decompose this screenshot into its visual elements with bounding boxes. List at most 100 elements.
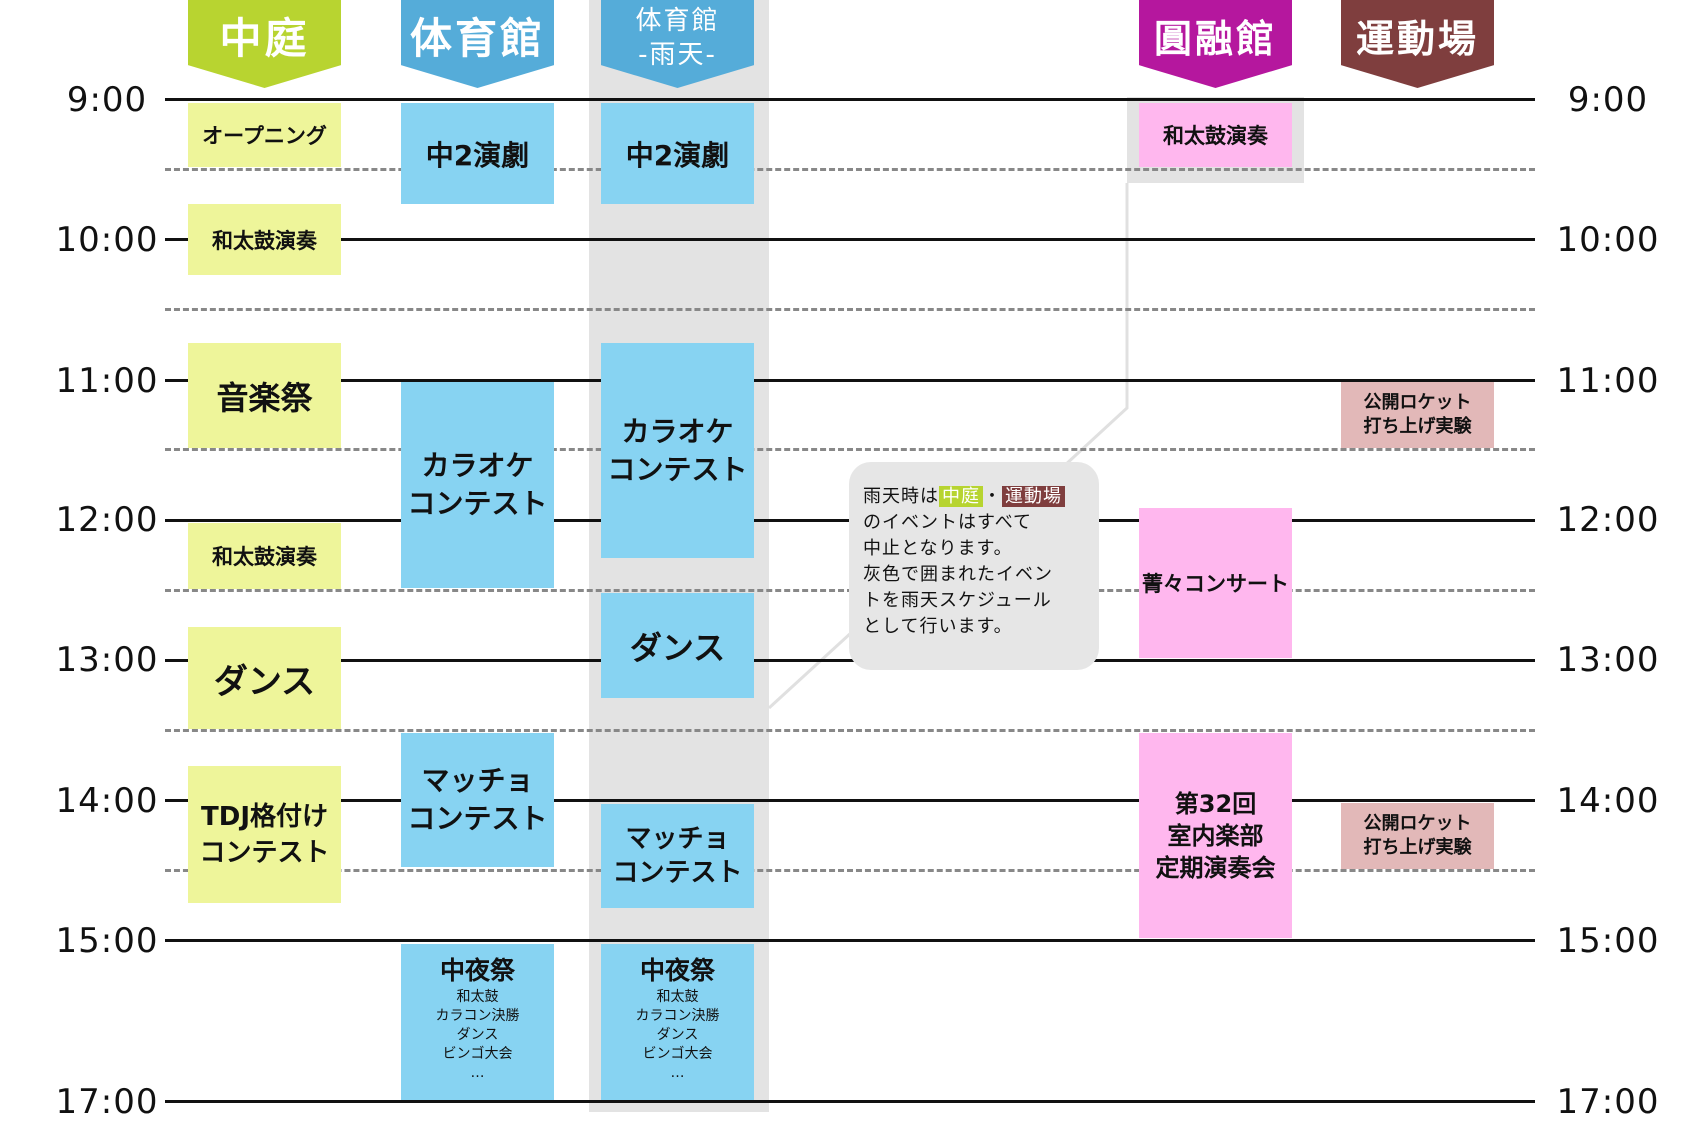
hour-line-17	[165, 1100, 1535, 1103]
rain-notice-line: トを雨天スケジュール	[863, 590, 1052, 611]
note-venue-nakaniwa: 中庭	[939, 486, 983, 507]
event-label: コンテスト	[407, 802, 548, 835]
hour-line-13	[165, 659, 1535, 662]
event-label: 中夜祭	[639, 956, 715, 985]
event-sub-item: 和太鼓	[656, 989, 699, 1005]
event-wadaiko-ennyukan: 和太鼓演奏	[1139, 103, 1292, 167]
event-macho-contest-rain: マッチョ コンテスト	[601, 804, 754, 908]
event-label: 打ち上げ実験	[1363, 837, 1472, 858]
rain-notice-line: として行います。	[863, 616, 1013, 637]
time-label-left: 9:00	[66, 80, 148, 120]
event-wadaiko: 和太鼓演奏	[188, 523, 341, 589]
time-label-left: 17:00	[55, 1082, 159, 1122]
note-venue-undojo: 運動場	[1002, 486, 1065, 507]
event-sub-item: カラコン決勝	[635, 1008, 720, 1024]
event-tdj-contest: TDJ格付け コンテスト	[188, 766, 341, 903]
half-hour-line-1330	[165, 729, 1535, 732]
venue-name: 体育館	[635, 6, 720, 36]
event-label: 公開ロケット	[1363, 813, 1472, 834]
event-label: ダンス	[213, 661, 316, 702]
event-sub-item: 和太鼓	[456, 989, 499, 1005]
event-label: マッチョ	[625, 824, 730, 854]
venue-name: 中庭	[219, 14, 310, 63]
half-hour-line-1130	[165, 448, 1535, 451]
event-seisei-concert: 菁々コンサート	[1139, 508, 1292, 658]
event-opening: オープニング	[188, 103, 341, 167]
time-label-left: 14:00	[55, 781, 159, 821]
event-drama: 中2演劇	[401, 103, 554, 204]
event-label: 打ち上げ実験	[1363, 416, 1472, 437]
time-label-left: 15:00	[55, 921, 159, 961]
event-label: コンテスト	[407, 487, 548, 520]
event-label: 公開ロケット	[1363, 392, 1472, 413]
half-hour-line-1030	[165, 308, 1535, 311]
event-label: コンテスト	[612, 858, 743, 888]
event-label: コンテスト	[607, 452, 748, 486]
event-label: 定期演奏会	[1155, 853, 1276, 882]
rain-notice-line: 中止となります。	[863, 538, 1013, 559]
event-label: TDJ格付け	[201, 801, 328, 832]
event-ongakusai: 音楽祭	[188, 343, 341, 448]
rain-notice-line: 灰色で囲まれたイベン	[863, 564, 1053, 585]
time-label-right: 9:00	[1567, 80, 1649, 120]
event-label: 中2演劇	[625, 138, 730, 172]
time-label-right: 14:00	[1556, 781, 1660, 821]
event-chuyasai-rain: 中夜祭 和太鼓 カラコン決勝 ダンス ビンゴ大会 …	[601, 944, 754, 1100]
event-karaoke-contest-rain: カラオケ コンテスト	[601, 343, 754, 558]
event-label: 菁々コンサート	[1142, 572, 1289, 596]
event-label: オープニング	[202, 124, 327, 148]
venue-name: 圓融館	[1153, 17, 1277, 61]
event-dance: ダンス	[188, 627, 341, 729]
time-label-right: 13:00	[1556, 640, 1660, 680]
event-label: 第32回	[1174, 789, 1257, 818]
event-label: 中2演劇	[425, 138, 530, 172]
rain-notice-line: のイベントはすべて	[863, 512, 1033, 533]
event-sub-item: …	[470, 1065, 485, 1081]
half-hour-line-1430	[165, 869, 1535, 872]
half-hour-line-930	[165, 168, 1535, 171]
event-label: マッチョ	[421, 764, 534, 797]
hour-line-15	[165, 939, 1535, 942]
event-sub-item: ダンス	[456, 1027, 499, 1043]
time-label-left: 10:00	[55, 220, 159, 260]
time-label-left: 12:00	[55, 500, 159, 540]
event-rocket-launch: 公開ロケット 打ち上げ実験	[1341, 803, 1494, 869]
event-label: コンテスト	[199, 837, 330, 868]
hour-line-11	[165, 379, 1535, 382]
hour-line-9	[165, 98, 1535, 101]
rain-notice-line: 雨天時は中庭・運動場	[863, 484, 1085, 510]
time-label-right: 12:00	[1556, 500, 1660, 540]
event-sub-item: ビンゴ大会	[642, 1046, 713, 1062]
hour-line-10	[165, 238, 1535, 241]
note-text: ・	[983, 486, 1002, 507]
event-chamber-concert: 第32回 室内楽部 定期演奏会	[1139, 733, 1292, 938]
time-label-left: 13:00	[55, 640, 159, 680]
event-rocket-launch: 公開ロケット 打ち上げ実験	[1341, 382, 1494, 448]
event-sub-item: ダンス	[656, 1027, 699, 1043]
hour-line-14	[165, 799, 1535, 802]
event-drama-rain: 中2演劇	[601, 103, 754, 204]
event-label: 中夜祭	[439, 956, 515, 985]
event-sub-item: カラコン決勝	[435, 1008, 520, 1024]
event-label: 音楽祭	[216, 378, 313, 417]
event-chuyasai: 中夜祭 和太鼓 カラコン決勝 ダンス ビンゴ大会 …	[401, 944, 554, 1100]
venue-name: 体育館	[409, 14, 545, 63]
event-karaoke-contest: カラオケ コンテスト	[401, 382, 554, 588]
event-label: 和太鼓演奏	[212, 545, 317, 569]
event-sub-item: …	[670, 1065, 685, 1081]
event-macho-contest: マッチョ コンテスト	[401, 733, 554, 867]
event-label: 和太鼓演奏	[212, 228, 317, 253]
time-label-left: 11:00	[55, 361, 159, 401]
event-wadaiko: 和太鼓演奏	[188, 204, 341, 275]
event-label: 和太鼓演奏	[1163, 124, 1268, 148]
venue-subtitle: -雨天-	[638, 40, 717, 70]
time-label-right: 15:00	[1556, 921, 1660, 961]
event-label: カラオケ	[621, 414, 734, 448]
connector-ennyukan	[1062, 183, 1129, 468]
note-text: 雨天時は	[863, 486, 939, 507]
time-label-right: 11:00	[1556, 361, 1660, 401]
event-sub-item: ビンゴ大会	[442, 1046, 513, 1062]
event-label: ダンス	[629, 628, 726, 667]
